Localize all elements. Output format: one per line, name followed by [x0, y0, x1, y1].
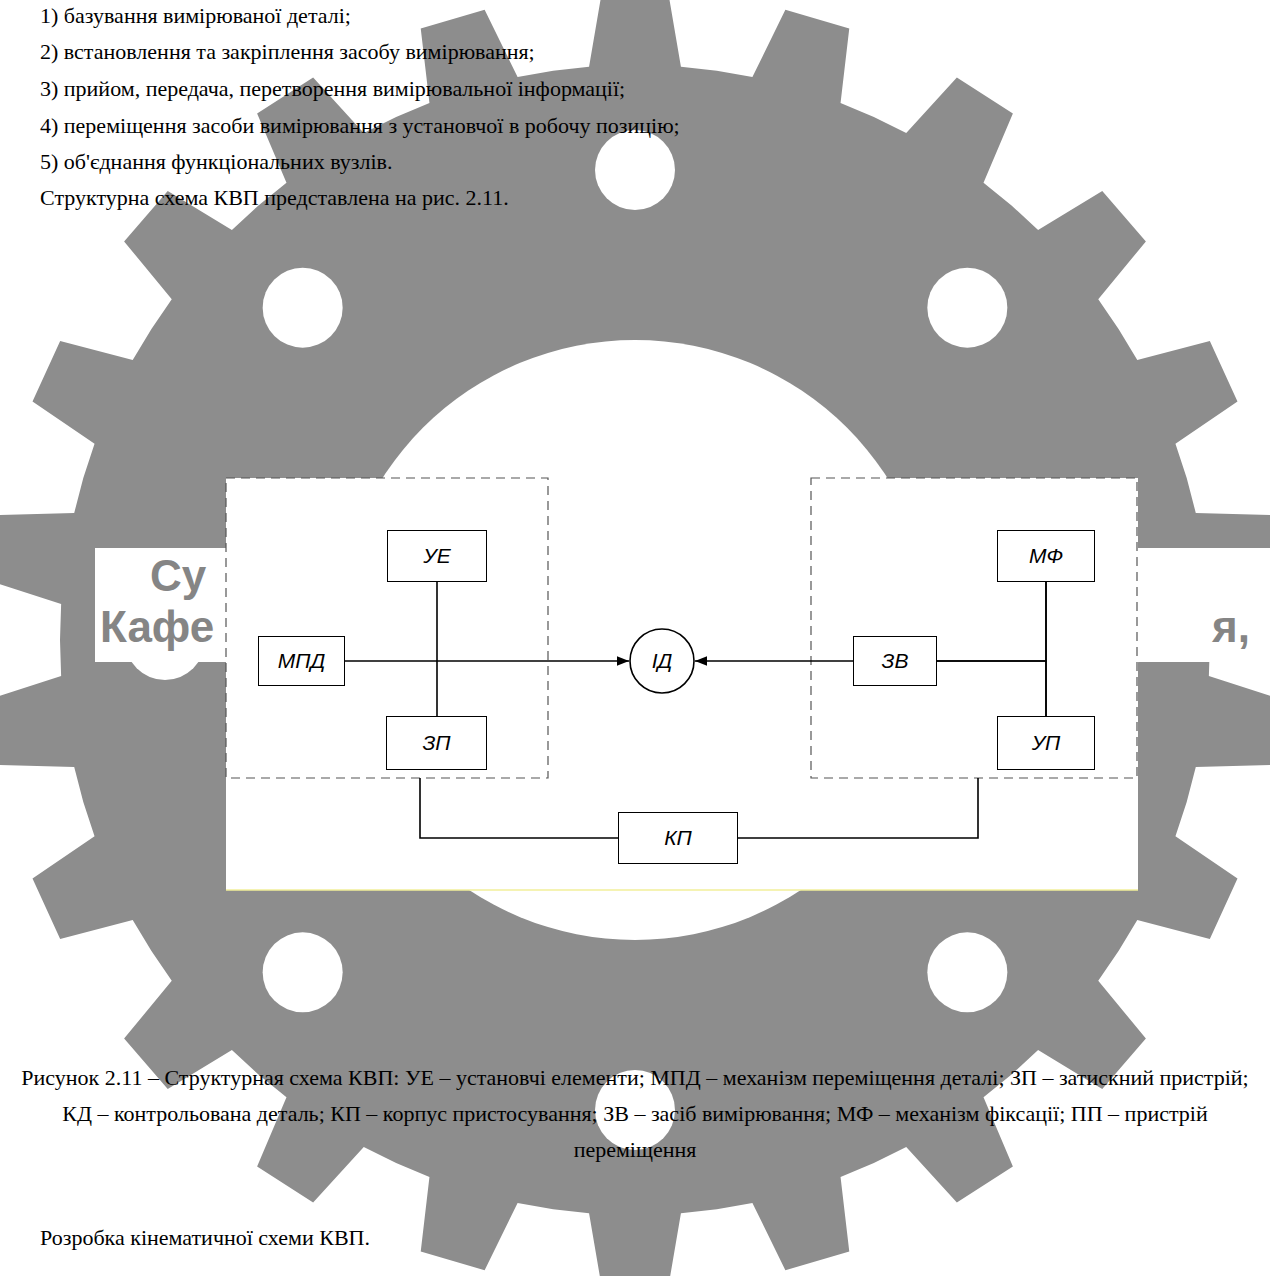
housing-link	[420, 778, 618, 838]
connector	[345, 660, 629, 662]
block-label: МФ	[1029, 544, 1063, 568]
block-label: ЗП	[422, 731, 450, 755]
watermark-text: я,	[1212, 603, 1250, 651]
list-item: 4) переміщення засоби вимірювання з уста…	[40, 108, 680, 144]
part-circle: ІД	[629, 628, 695, 694]
block-label: ІД	[652, 649, 673, 673]
paragraph: Структурна схема КВП представлена на рис…	[40, 180, 509, 216]
block-box: УП	[997, 716, 1095, 770]
block-box: КП	[618, 812, 738, 864]
watermark-band	[1136, 548, 1270, 662]
block-box: УЕ	[387, 530, 487, 582]
gear-hole	[263, 268, 343, 348]
figure-caption: Рисунок 2.11 – Структурная схема КВП: УЕ…	[20, 1060, 1250, 1168]
diagram-ground	[226, 478, 1138, 890]
block-label: МПД	[278, 649, 326, 673]
watermark-text: Кафе	[100, 603, 214, 651]
group-frame	[811, 478, 1137, 778]
housing-link	[738, 778, 978, 838]
block-label: ЗВ	[882, 649, 909, 673]
paragraph: Розробка кінематичної схеми КВП.	[40, 1220, 370, 1256]
block-box: МПД	[258, 636, 345, 686]
block-label: УЕ	[423, 544, 450, 568]
block-box: ЗП	[386, 716, 487, 770]
block-label: КП	[664, 826, 692, 850]
connector	[695, 660, 853, 662]
watermark-text: Су	[150, 552, 206, 600]
block-box: МФ	[997, 530, 1095, 582]
block-label: УП	[1032, 731, 1061, 755]
gear-hole	[927, 268, 1007, 348]
watermark-band	[95, 548, 230, 662]
connector	[937, 661, 1046, 716]
connector	[937, 582, 1046, 661]
gear-hole	[927, 932, 1007, 1012]
connector	[436, 582, 438, 716]
list-item: 2) встановлення та закріплення засобу ви…	[40, 34, 535, 70]
gear-hole	[263, 932, 343, 1012]
gear-hole	[595, 130, 675, 210]
block-box: ЗВ	[853, 636, 937, 686]
list-item: 5) об'єднання функціональних вузлів.	[40, 144, 392, 180]
frame-edge	[226, 889, 1138, 891]
list-item: 1) базування вимірюваної деталі;	[40, 0, 351, 34]
list-item: 3) прийом, передача, перетворення вимірю…	[40, 71, 625, 107]
group-frame	[226, 478, 548, 778]
